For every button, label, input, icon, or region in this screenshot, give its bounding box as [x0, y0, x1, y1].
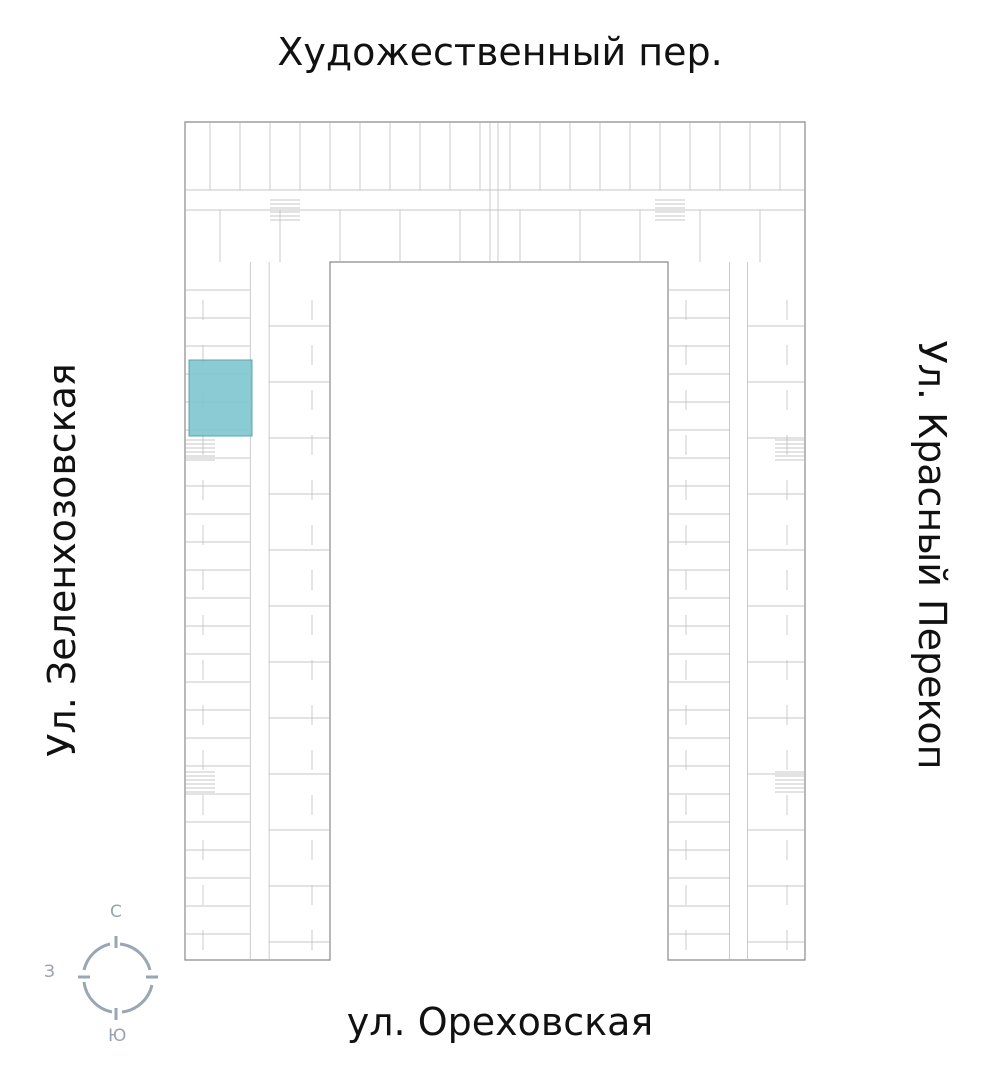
highlighted-apartment[interactable] — [188, 359, 253, 437]
compass-arc-ne — [119, 942, 152, 971]
street-label-north: Художественный пер. — [277, 30, 723, 74]
compass-arc-sw — [82, 981, 113, 1014]
street-label-south: ул. Ореховская — [346, 1000, 654, 1044]
compass-west-label: З — [44, 962, 55, 982]
compass — [78, 936, 158, 1020]
compass-arc-se — [121, 984, 154, 1014]
compass-south-label: Ю — [108, 1026, 127, 1046]
compass-arc-nw — [82, 942, 111, 971]
compass-north-label: С — [110, 902, 122, 922]
building-outline — [184, 121, 806, 961]
